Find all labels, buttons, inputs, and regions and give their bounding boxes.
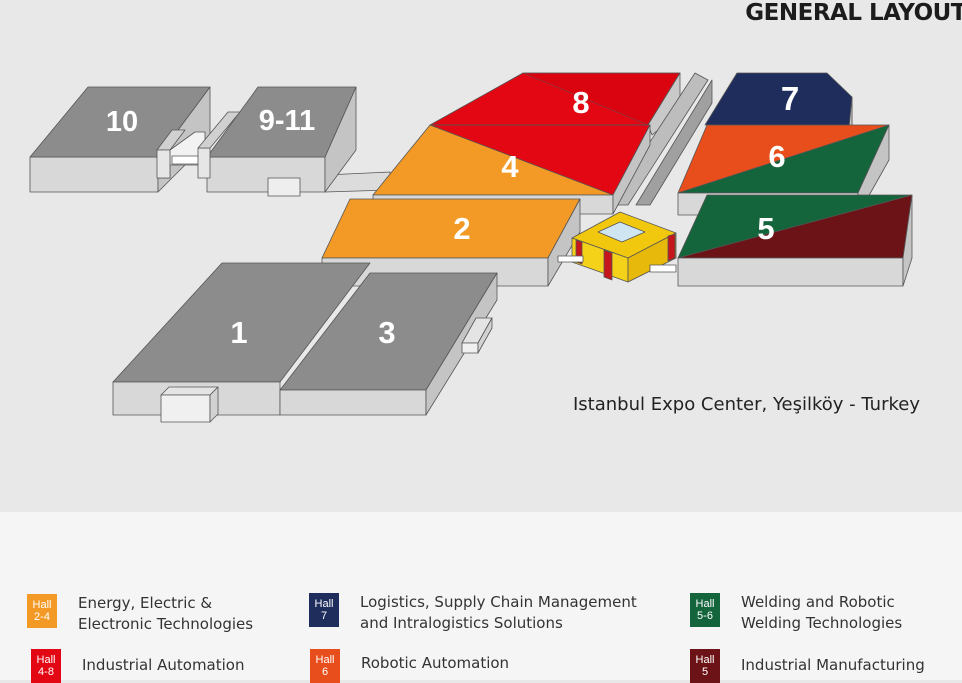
- hall-3-label: 3: [378, 315, 395, 350]
- legend-swatch-hall-4-8: Hall 4-8: [31, 649, 61, 683]
- hall-10-label: 10: [106, 106, 138, 138]
- legend-text: Logistics, Supply Chain Management and I…: [360, 593, 637, 632]
- legend-text: Welding and Robotic Welding Technologies: [741, 593, 903, 632]
- legend-swatch-hall-7: Hall 7: [309, 593, 339, 627]
- legend-item-hall-4-8: Hall 4-8 Industrial Automation: [31, 649, 244, 683]
- hall-9-11-label: 9-11: [259, 105, 315, 137]
- swatch-hall-number: 6: [321, 666, 329, 678]
- hall-7-label: 7: [781, 80, 799, 117]
- hall-1-building[interactable]: [112, 262, 371, 423]
- legend-text: Industrial Automation: [82, 656, 245, 674]
- swatch-hall-number: 4-8: [38, 666, 54, 678]
- legend-swatch-hall-5: Hall 5: [690, 649, 720, 683]
- swatch-hall-number: 2-4: [34, 611, 50, 623]
- hall-5-label: 5: [757, 211, 774, 246]
- legend-swatch-hall-5-6: Hall 5-6: [690, 593, 720, 627]
- legend-text: Robotic Automation: [361, 654, 510, 672]
- hall-7-building[interactable]: [704, 72, 853, 129]
- legend-item-hall-2-4: Hall 2-4 Energy, Electric & Electronic T…: [27, 594, 253, 635]
- hall-1-label: 1: [230, 315, 247, 350]
- legend-item-hall-6: Hall 6 Robotic Automation: [310, 649, 509, 683]
- hall-3-building[interactable]: [279, 272, 498, 416]
- swatch-label: Hall: [695, 598, 715, 610]
- legend-item-hall-7: Hall 7 Logistics, Supply Chain Managemen…: [309, 593, 637, 634]
- hall-9-11-building[interactable]: [197, 86, 357, 197]
- swatch-label: Hall: [32, 599, 52, 611]
- hall-2-label: 2: [453, 211, 470, 246]
- connector-10-to-9-11: [156, 129, 206, 179]
- central-entrance-pavilion[interactable]: [557, 211, 677, 283]
- legend-swatch-hall-2-4: Hall 2-4: [27, 594, 57, 628]
- legend-item-hall-5: Hall 5 Industrial Manufacturing: [690, 649, 925, 683]
- legend-panel: Hall 2-4 Energy, Electric & Electronic T…: [0, 512, 962, 683]
- swatch-label: Hall: [314, 598, 334, 610]
- page-title: GENERAL LAYOUT: [745, 0, 962, 26]
- venue-caption: Istanbul Expo Center, Yeşilköy - Turkey: [573, 394, 920, 415]
- exhibition-floor-plan: 10 9-11 8 7 6 4 2 5 1 3: [29, 72, 913, 423]
- legend-text: Energy, Electric & Electronic Technologi…: [78, 594, 254, 633]
- legend-swatch-hall-6: Hall 6: [310, 649, 340, 683]
- hall-8-label: 8: [572, 85, 589, 120]
- swatch-hall-number: 7: [320, 610, 328, 622]
- legend-item-hall-5-6: Hall 5-6 Welding and Robotic Welding Tec…: [690, 593, 902, 634]
- passage-structure: [611, 72, 713, 206]
- hall-6-label: 6: [768, 139, 785, 174]
- swatch-label: Hall: [695, 654, 715, 666]
- swatch-label: Hall: [36, 654, 56, 666]
- swatch-hall-number: 5-6: [697, 610, 713, 622]
- swatch-hall-number: 5: [701, 666, 709, 678]
- hall-4-label: 4: [501, 149, 519, 184]
- hall-5-building[interactable]: [677, 194, 913, 287]
- swatch-label: Hall: [315, 654, 335, 666]
- hall-10-building[interactable]: [29, 86, 211, 193]
- legend-text: Industrial Manufacturing: [741, 656, 925, 674]
